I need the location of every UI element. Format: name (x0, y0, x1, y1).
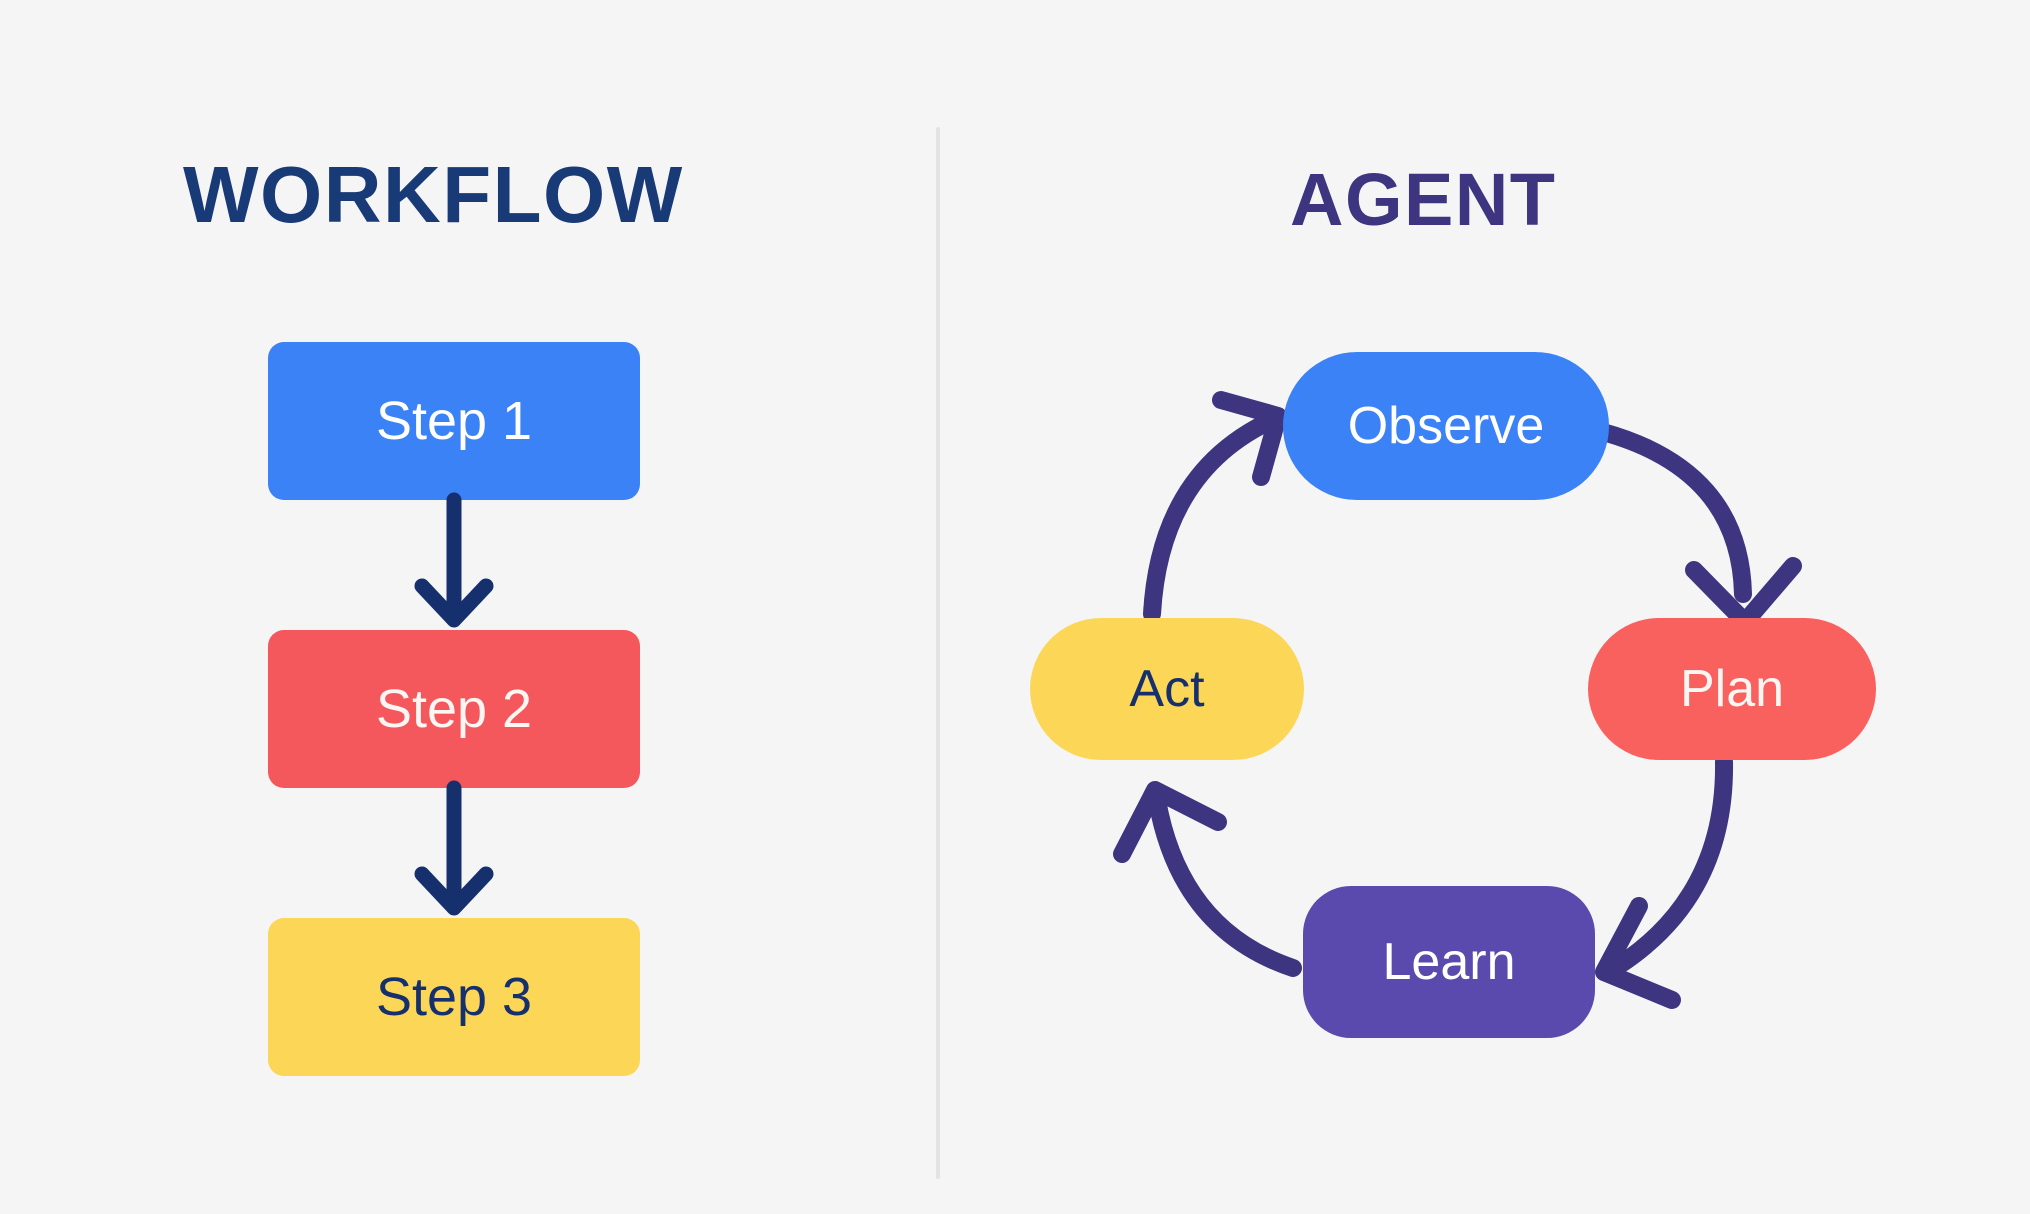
workflow-step-2-node[interactable]: Step 2 (268, 630, 640, 788)
agent-panel-title: AGENT (1290, 158, 1557, 241)
agent-node-learn-label: Learn (1382, 933, 1516, 991)
workflow-step-3-node[interactable]: Step 3 (268, 918, 640, 1076)
workflow-panel-title: WORKFLOW (183, 150, 684, 239)
agent-node-act-label: Act (1129, 660, 1205, 718)
agent-node-act[interactable]: Act (1030, 618, 1304, 760)
agent-node-plan[interactable]: Plan (1588, 618, 1876, 760)
workflow-arrow-step1-step2 (414, 492, 494, 628)
agent-arrow-learn-act (1113, 781, 1302, 977)
workflow-step-1-node[interactable]: Step 1 (268, 342, 640, 500)
agent-node-observe[interactable]: Observe (1283, 352, 1609, 500)
center-divider (936, 127, 940, 1179)
agent-arrow-observe-plan (1594, 423, 1802, 631)
agent-arrow-plan-learn (1595, 753, 1734, 1009)
workflow-arrow-step2-step3 (414, 780, 494, 916)
workflow-step-2-label: Step 2 (375, 679, 533, 739)
agent-node-observe-label: Observe (1347, 397, 1545, 455)
agent-node-plan-label: Plan (1679, 660, 1785, 718)
workflow-step-3-label: Step 3 (375, 967, 533, 1027)
agent-arrow-act-observe (1143, 391, 1287, 623)
workflow-step-1-label: Step 1 (375, 391, 533, 451)
agent-node-learn[interactable]: Learn (1303, 886, 1595, 1038)
